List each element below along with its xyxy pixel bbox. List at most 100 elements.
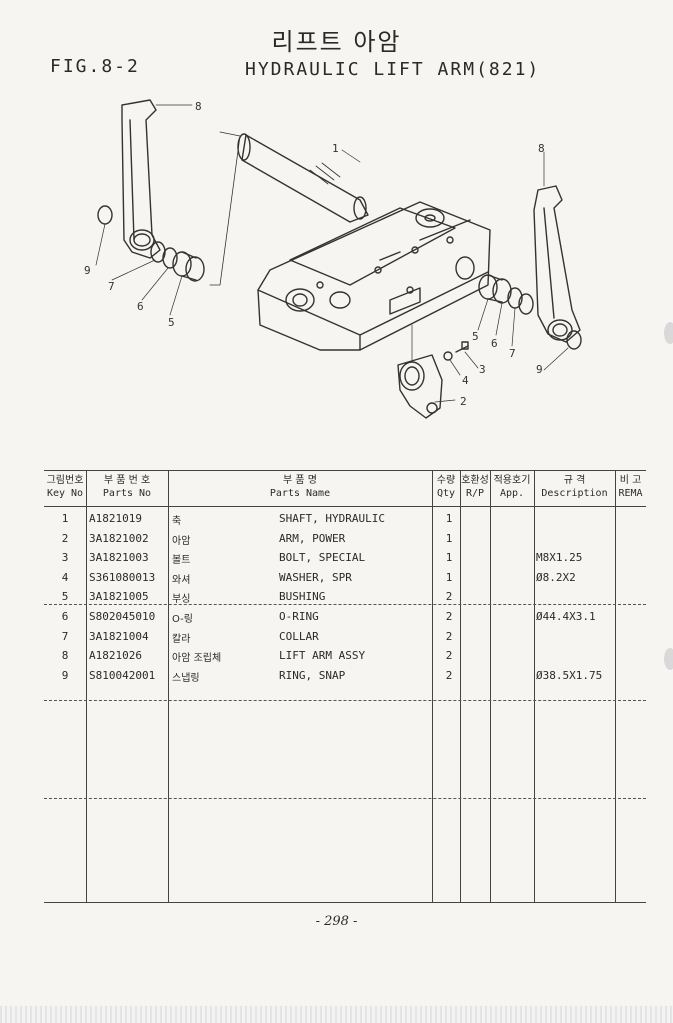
col-rule bbox=[432, 470, 433, 902]
row-part-name: BUSHING bbox=[279, 590, 326, 604]
korean-title: 리프트 아암 bbox=[271, 28, 402, 56]
callout-1: 1 bbox=[332, 142, 339, 155]
row-description: Ø8.2X2 bbox=[536, 570, 576, 584]
row-part-name: ARM, POWER bbox=[279, 531, 346, 545]
header-rp: 호환성 R/P bbox=[460, 474, 490, 500]
row-part-number: A1821019 bbox=[89, 512, 142, 525]
row-korean-name: 아암 조립체 bbox=[172, 653, 222, 665]
row-qty: 1 bbox=[445, 512, 453, 525]
header-part-en: Parts No bbox=[102, 488, 152, 499]
row-qty: 2 bbox=[445, 629, 453, 643]
right-lift-arm bbox=[533, 185, 581, 343]
exploded-parts-diagram: 8 1 8 9 7 6 5 5 6 7 9 4 3 2 bbox=[84, 99, 582, 419]
header-desc-ko: 규 격 bbox=[563, 475, 586, 486]
header-rp-ko: 호환성 bbox=[461, 475, 489, 486]
row-part-number: S802045010 bbox=[89, 610, 156, 623]
header-part: 부 품 번 호 Parts No bbox=[86, 474, 168, 500]
row-part-number: S810042001 bbox=[89, 668, 156, 682]
row-korean-name: 칼라 bbox=[172, 633, 191, 645]
table-bottom-rule bbox=[44, 902, 646, 903]
scan-edge-strip bbox=[0, 1006, 673, 1023]
row-qty: 1 bbox=[445, 531, 453, 545]
row-part-name: WASHER, SPR bbox=[279, 570, 352, 584]
row-key: 5 bbox=[61, 590, 69, 604]
header-qty-en: Qty bbox=[436, 488, 456, 499]
callout-4: 4 bbox=[462, 374, 469, 387]
row-qty: 2 bbox=[445, 649, 453, 663]
col-rule bbox=[615, 470, 616, 902]
row-part-number: A1821026 bbox=[89, 649, 142, 663]
row-key: 9 bbox=[61, 668, 69, 682]
row-korean-name: 스냅링 bbox=[172, 672, 200, 684]
header-rp-en: R/P bbox=[465, 488, 485, 499]
row-key: 4 bbox=[61, 570, 69, 584]
callout-7-right: 7 bbox=[509, 347, 516, 360]
callout-2: 2 bbox=[460, 395, 467, 408]
header-app-en: App. bbox=[499, 488, 525, 499]
left-snap-ring bbox=[97, 205, 113, 225]
row-key: 8 bbox=[61, 649, 69, 663]
callout-5-left: 5 bbox=[168, 316, 175, 329]
figure-label: FIG.8-2 bbox=[50, 56, 140, 77]
row-korean-name: 볼트 bbox=[172, 555, 191, 567]
table-row: 9 S810042001 스냅링 RING, SNAP 2 Ø38.5X1.75 bbox=[44, 669, 646, 689]
header-app: 적용호기 App. bbox=[490, 474, 534, 500]
row-description: M8X1.25 bbox=[536, 551, 583, 565]
row-part-number: S361080013 bbox=[89, 570, 156, 584]
callout-7-left: 7 bbox=[108, 280, 115, 293]
header-qty: 수량 Qty bbox=[432, 474, 460, 500]
row-qty: 2 bbox=[445, 668, 453, 682]
header-remark: 비 고 REMA bbox=[615, 474, 646, 500]
binder-hole-mark bbox=[664, 648, 673, 670]
col-rule bbox=[168, 470, 169, 902]
row-part-number: 3A1821005 bbox=[89, 590, 149, 604]
row-part-name: COLLAR bbox=[279, 629, 319, 643]
header-name-en: Parts Name bbox=[269, 488, 331, 499]
header-app-ko: 적용호기 bbox=[493, 475, 531, 486]
col-rule bbox=[86, 470, 87, 902]
header-name-ko: 부 품 명 bbox=[283, 475, 317, 486]
callout-6-right: 6 bbox=[491, 337, 498, 350]
row-qty: 1 bbox=[445, 570, 453, 584]
header-remark-en: REMA bbox=[618, 488, 643, 499]
dashed-separator bbox=[44, 700, 646, 701]
callout-6-left: 6 bbox=[137, 300, 144, 313]
right-collar bbox=[518, 293, 534, 315]
header-qty-ko: 수량 bbox=[436, 475, 456, 486]
row-qty: 1 bbox=[445, 551, 453, 565]
callout-3: 3 bbox=[479, 363, 486, 376]
row-key: 2 bbox=[61, 531, 69, 545]
row-description: Ø38.5X1.75 bbox=[536, 668, 603, 682]
header-desc-en: Description bbox=[541, 488, 608, 499]
row-part-number: 3A1821002 bbox=[89, 531, 149, 545]
lift-housing bbox=[257, 201, 491, 351]
row-part-name: O-RING bbox=[279, 610, 319, 623]
dashed-separator bbox=[44, 798, 646, 799]
header-name: 부 품 명 Parts Name bbox=[168, 474, 432, 500]
row-description: Ø44.4X3.1 bbox=[536, 610, 596, 623]
table-top-rule bbox=[44, 470, 646, 471]
parts-table: 그림번호 Key No 부 품 번 호 Parts No 부 품 명 Parts… bbox=[44, 470, 646, 903]
right-snap-ring bbox=[566, 330, 582, 350]
row-key: 3 bbox=[61, 551, 69, 565]
row-part-name: RING, SNAP bbox=[279, 668, 346, 682]
row-korean-name: 축 bbox=[172, 516, 182, 527]
col-rule bbox=[490, 470, 491, 902]
header-key-ko: 그림번호 bbox=[46, 475, 84, 486]
right-bushing bbox=[478, 274, 512, 304]
callout-9-left: 9 bbox=[84, 264, 91, 277]
row-part-name: SHAFT, HYDRAULIC bbox=[279, 512, 385, 525]
row-qty: 2 bbox=[445, 610, 453, 623]
row-key: 7 bbox=[61, 629, 69, 643]
header-key: 그림번호 Key No bbox=[44, 474, 86, 500]
english-title: HYDRAULIC LIFT ARM(821) bbox=[245, 59, 541, 80]
row-part-name: LIFT ARM ASSY bbox=[279, 649, 366, 663]
spring-washer bbox=[443, 351, 453, 361]
header-desc: 규 격 Description bbox=[534, 474, 615, 500]
table-row: 8 A1821026 아암 조립체 LIFT ARM ASSY 2 bbox=[44, 649, 646, 669]
